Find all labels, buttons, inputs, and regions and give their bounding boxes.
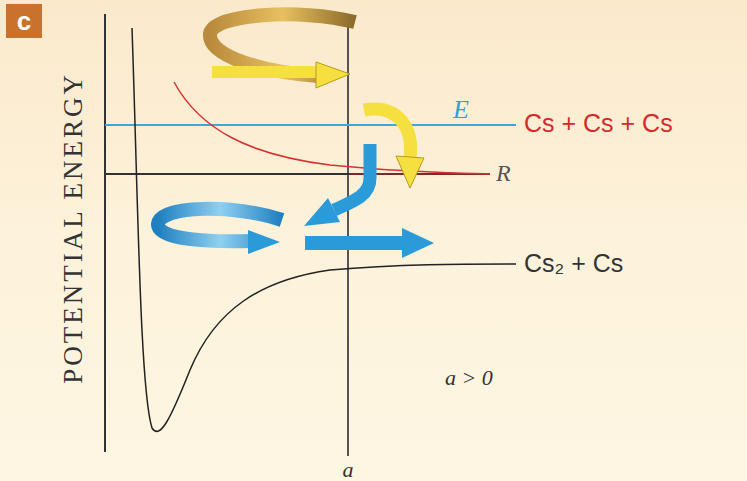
asymptote-label: Cs + Cs + Cs [524, 110, 673, 138]
energy-level-line [105, 124, 516, 126]
panel-badge [6, 4, 42, 38]
panel-letter: c [17, 7, 31, 36]
asymptote-label: Cs₂ + Cs [524, 250, 623, 278]
arrow-head [304, 198, 340, 226]
three-atom-curve [174, 82, 490, 174]
loop-arrow [210, 14, 355, 76]
curved-arrow [334, 144, 370, 210]
arrow-head [248, 230, 280, 254]
scattering-length-line [347, 14, 349, 456]
axis-title: POTENTIAL ENERGY [59, 72, 89, 384]
dimer-potential-curve [132, 28, 516, 431]
axis-label: a [343, 458, 354, 481]
threshold-line [105, 173, 350, 175]
arrow-head [402, 228, 434, 258]
arrow-head [396, 156, 424, 188]
loop-arrow [212, 66, 318, 78]
threshold-label: R [496, 160, 511, 186]
condition-label: a > 0 [445, 366, 493, 390]
energy-label: E [453, 96, 469, 125]
straight-arrow [305, 236, 405, 250]
energy-axis [104, 14, 106, 452]
arrow-head [316, 62, 350, 88]
